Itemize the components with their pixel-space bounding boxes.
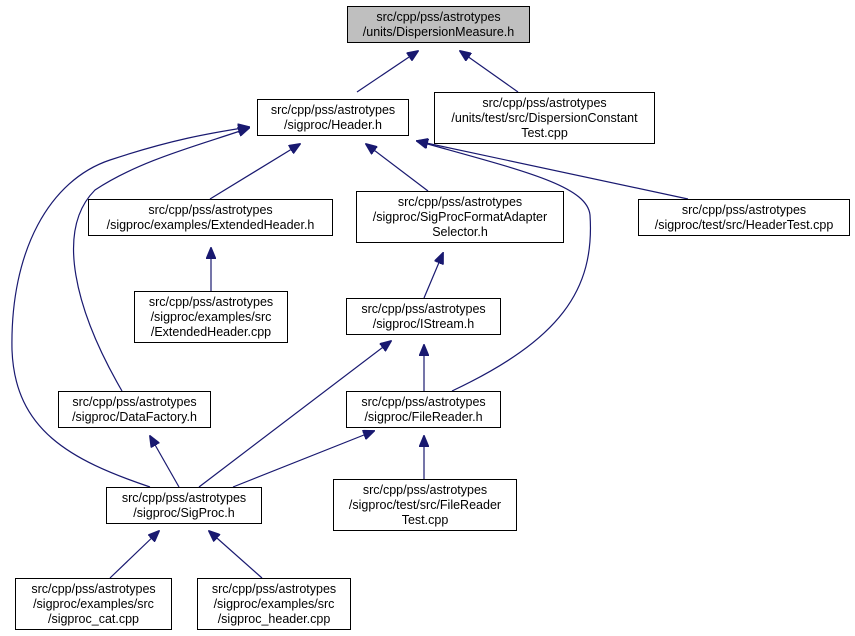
node-label-line: src/cpp/pss/astrotypes: [148, 294, 274, 309]
node-exth[interactable]: src/cpp/pss/astrotypes/sigproc/examples/…: [88, 199, 333, 236]
edge-sigproc-to-datafactory: [150, 436, 180, 488]
node-label-line: /sigproc/FileReader.h: [364, 409, 483, 424]
edge-adapter-to-header: [366, 144, 429, 192]
node-label-line: src/cpp/pss/astrotypes: [482, 95, 607, 110]
node-label-line: /sigproc/DataFactory.h: [72, 409, 197, 424]
node-extcpp[interactable]: src/cpp/pss/astrotypes/sigproc/examples/…: [134, 291, 288, 343]
node-frtest[interactable]: src/cpp/pss/astrotypes/sigproc/test/src/…: [333, 479, 517, 531]
node-hdrcpp[interactable]: src/cpp/pss/astrotypes/sigproc/examples/…: [197, 578, 351, 630]
node-label-line: /sigproc/test/src/HeaderTest.cpp: [654, 217, 834, 232]
node-dctest[interactable]: src/cpp/pss/astrotypes/units/test/src/Di…: [434, 92, 655, 144]
node-header[interactable]: src/cpp/pss/astrotypes/sigproc/Header.h: [257, 99, 409, 136]
edge-filereader-to-header: [417, 141, 592, 392]
node-label-line: /sigproc/examples/src: [150, 309, 272, 324]
node-label-line: /sigproc/Header.h: [284, 117, 382, 132]
node-label-line: /ExtendedHeader.cpp: [150, 324, 272, 339]
edge-istream-to-adapter: [423, 253, 443, 299]
node-istream[interactable]: src/cpp/pss/astrotypes/sigproc/IStream.h: [346, 298, 501, 335]
node-label-line: src/cpp/pss/astrotypes: [361, 394, 486, 409]
node-label-line: src/cpp/pss/astrotypes: [376, 9, 501, 24]
node-label-line: src/cpp/pss/astrotypes: [211, 581, 337, 596]
node-label-line: src/cpp/pss/astrotypes: [361, 301, 486, 316]
edge-header-to-dm: [356, 51, 418, 93]
node-label-line: src/cpp/pss/astrotypes: [270, 102, 396, 117]
node-filereader[interactable]: src/cpp/pss/astrotypes/sigproc/FileReade…: [346, 391, 501, 428]
node-label-line: /sigproc/examples/src: [33, 596, 154, 611]
edge-hdrcpp-to-sigproc: [209, 531, 263, 579]
edge-sigproc-to-filereader: [232, 431, 374, 488]
node-label-line: src/cpp/pss/astrotypes: [121, 490, 247, 505]
node-cat[interactable]: src/cpp/pss/astrotypes/sigproc/examples/…: [15, 578, 172, 630]
node-label-line: /units/test/src/DispersionConstant: [451, 110, 638, 125]
node-label-line: src/cpp/pss/astrotypes: [31, 581, 156, 596]
node-label-line: src/cpp/pss/astrotypes: [362, 482, 488, 497]
node-label-line: /sigproc/examples/src: [213, 596, 335, 611]
node-dm: src/cpp/pss/astrotypes/units/DispersionM…: [347, 6, 530, 43]
node-label-line: /sigproc/SigProcFormatAdapter: [372, 209, 548, 224]
node-label-line: /units/DispersionMeasure.h: [362, 24, 515, 39]
edge-exth-to-header: [209, 144, 300, 200]
edge-dctest-to-dm: [460, 51, 519, 93]
node-label-line: Test.cpp: [401, 512, 449, 527]
edge-sigproc-to-istream: [198, 341, 391, 488]
edge-datafactory-to-header: [72, 128, 249, 392]
edge-cat-to-sigproc: [109, 531, 159, 579]
edge-headertest-to-header: [417, 141, 689, 200]
node-sigproc[interactable]: src/cpp/pss/astrotypes/sigproc/SigProc.h: [106, 487, 262, 524]
node-headertest[interactable]: src/cpp/pss/astrotypes/sigproc/test/src/…: [638, 199, 850, 236]
node-label-line: Test.cpp: [521, 125, 568, 140]
node-label-line: /sigproc/examples/ExtendedHeader.h: [106, 217, 315, 232]
node-label-line: Selector.h: [432, 224, 488, 239]
node-datafactory[interactable]: src/cpp/pss/astrotypes/sigproc/DataFacto…: [58, 391, 211, 428]
edge-sigproc-to-header: [11, 127, 249, 488]
node-label-line: /sigproc/SigProc.h: [133, 505, 235, 520]
node-label-line: /sigproc_cat.cpp: [47, 611, 140, 626]
node-adapter[interactable]: src/cpp/pss/astrotypes/sigproc/SigProcFo…: [356, 191, 564, 243]
node-label-line: /sigproc/IStream.h: [372, 316, 475, 331]
node-label-line: /sigproc_header.cpp: [217, 611, 331, 626]
node-label-line: /sigproc/test/src/FileReader: [348, 497, 502, 512]
node-label-line: src/cpp/pss/astrotypes: [397, 194, 523, 209]
node-label-line: src/cpp/pss/astrotypes: [148, 202, 273, 217]
node-label-line: src/cpp/pss/astrotypes: [72, 394, 197, 409]
node-label-line: src/cpp/pss/astrotypes: [681, 202, 807, 217]
